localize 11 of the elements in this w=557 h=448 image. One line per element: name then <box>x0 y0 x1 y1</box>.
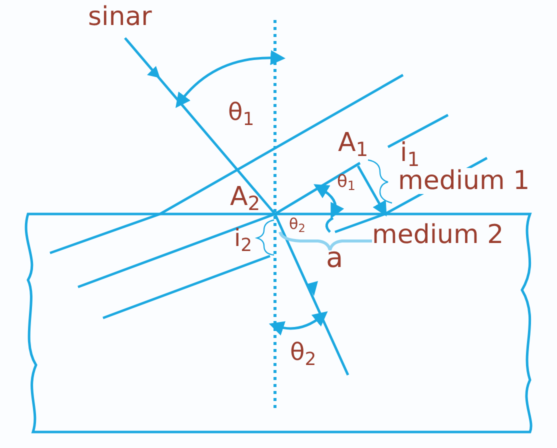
symbol-label: a <box>326 244 344 272</box>
point-label: A$_{1}$ <box>338 130 368 156</box>
label-text: sinar <box>88 4 152 30</box>
angle-label: θ$_{2}$ <box>289 217 306 232</box>
medium-label: medium 1 <box>398 168 530 194</box>
angle-label: θ$_{2}$ <box>290 340 316 364</box>
symbol-label: i$_{1}$ <box>400 140 420 166</box>
point-label: A$_{2}$ <box>230 184 260 210</box>
angle-label: θ$_{1}$ <box>228 100 254 124</box>
symbol-label: i$_{2}$ <box>234 226 252 250</box>
angle-label: θ$_{1}$ <box>337 174 356 191</box>
